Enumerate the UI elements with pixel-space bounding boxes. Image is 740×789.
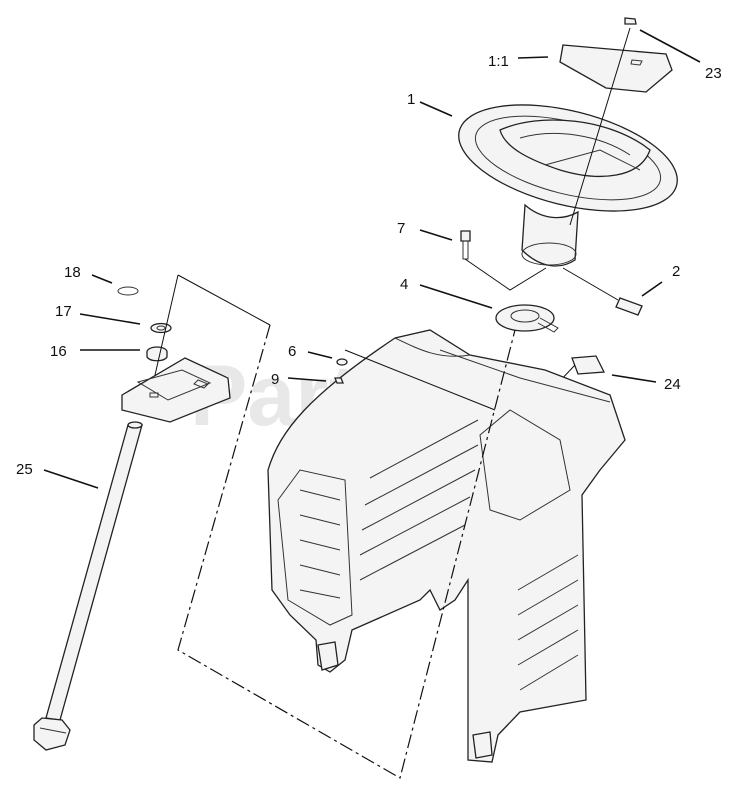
roll-pin-part-2 xyxy=(562,267,643,316)
steering-wheel-cap xyxy=(559,44,673,93)
dash-console-housing xyxy=(267,329,626,763)
steering-adapter-part-4 xyxy=(495,304,559,333)
callout-1: 1 xyxy=(407,91,415,108)
cap-insert-part-23 xyxy=(624,17,637,25)
callout-7: 7 xyxy=(397,220,405,237)
steering-wheel xyxy=(458,104,678,267)
steering-shaft-part-25 xyxy=(33,421,143,751)
callout-23: 23 xyxy=(705,65,722,82)
nut-part-9 xyxy=(334,377,344,384)
washer-part-6 xyxy=(336,358,348,366)
bushing-part-16 xyxy=(146,346,168,362)
callout-24: 24 xyxy=(664,376,681,393)
callout-6: 6 xyxy=(288,343,296,360)
callout-17: 17 xyxy=(55,303,72,320)
callout-9: 9 xyxy=(271,371,279,388)
retaining-ring-part-18 xyxy=(117,286,139,296)
screw-part-7 xyxy=(460,230,547,291)
callout-4: 4 xyxy=(400,276,408,293)
steering-mount-plate xyxy=(121,357,231,423)
leader-lines xyxy=(43,29,701,489)
callout-labels: 1:1 1 23 7 2 18 17 16 4 6 9 24 25 xyxy=(16,53,722,478)
callout-18: 18 xyxy=(64,264,81,281)
callout-25: 25 xyxy=(16,461,33,478)
callout-16: 16 xyxy=(50,343,67,360)
assembly-lines xyxy=(154,27,631,779)
washer-part-17 xyxy=(150,322,172,334)
callout-2: 2 xyxy=(672,263,680,280)
callout-1-1: 1:1 xyxy=(488,53,509,70)
